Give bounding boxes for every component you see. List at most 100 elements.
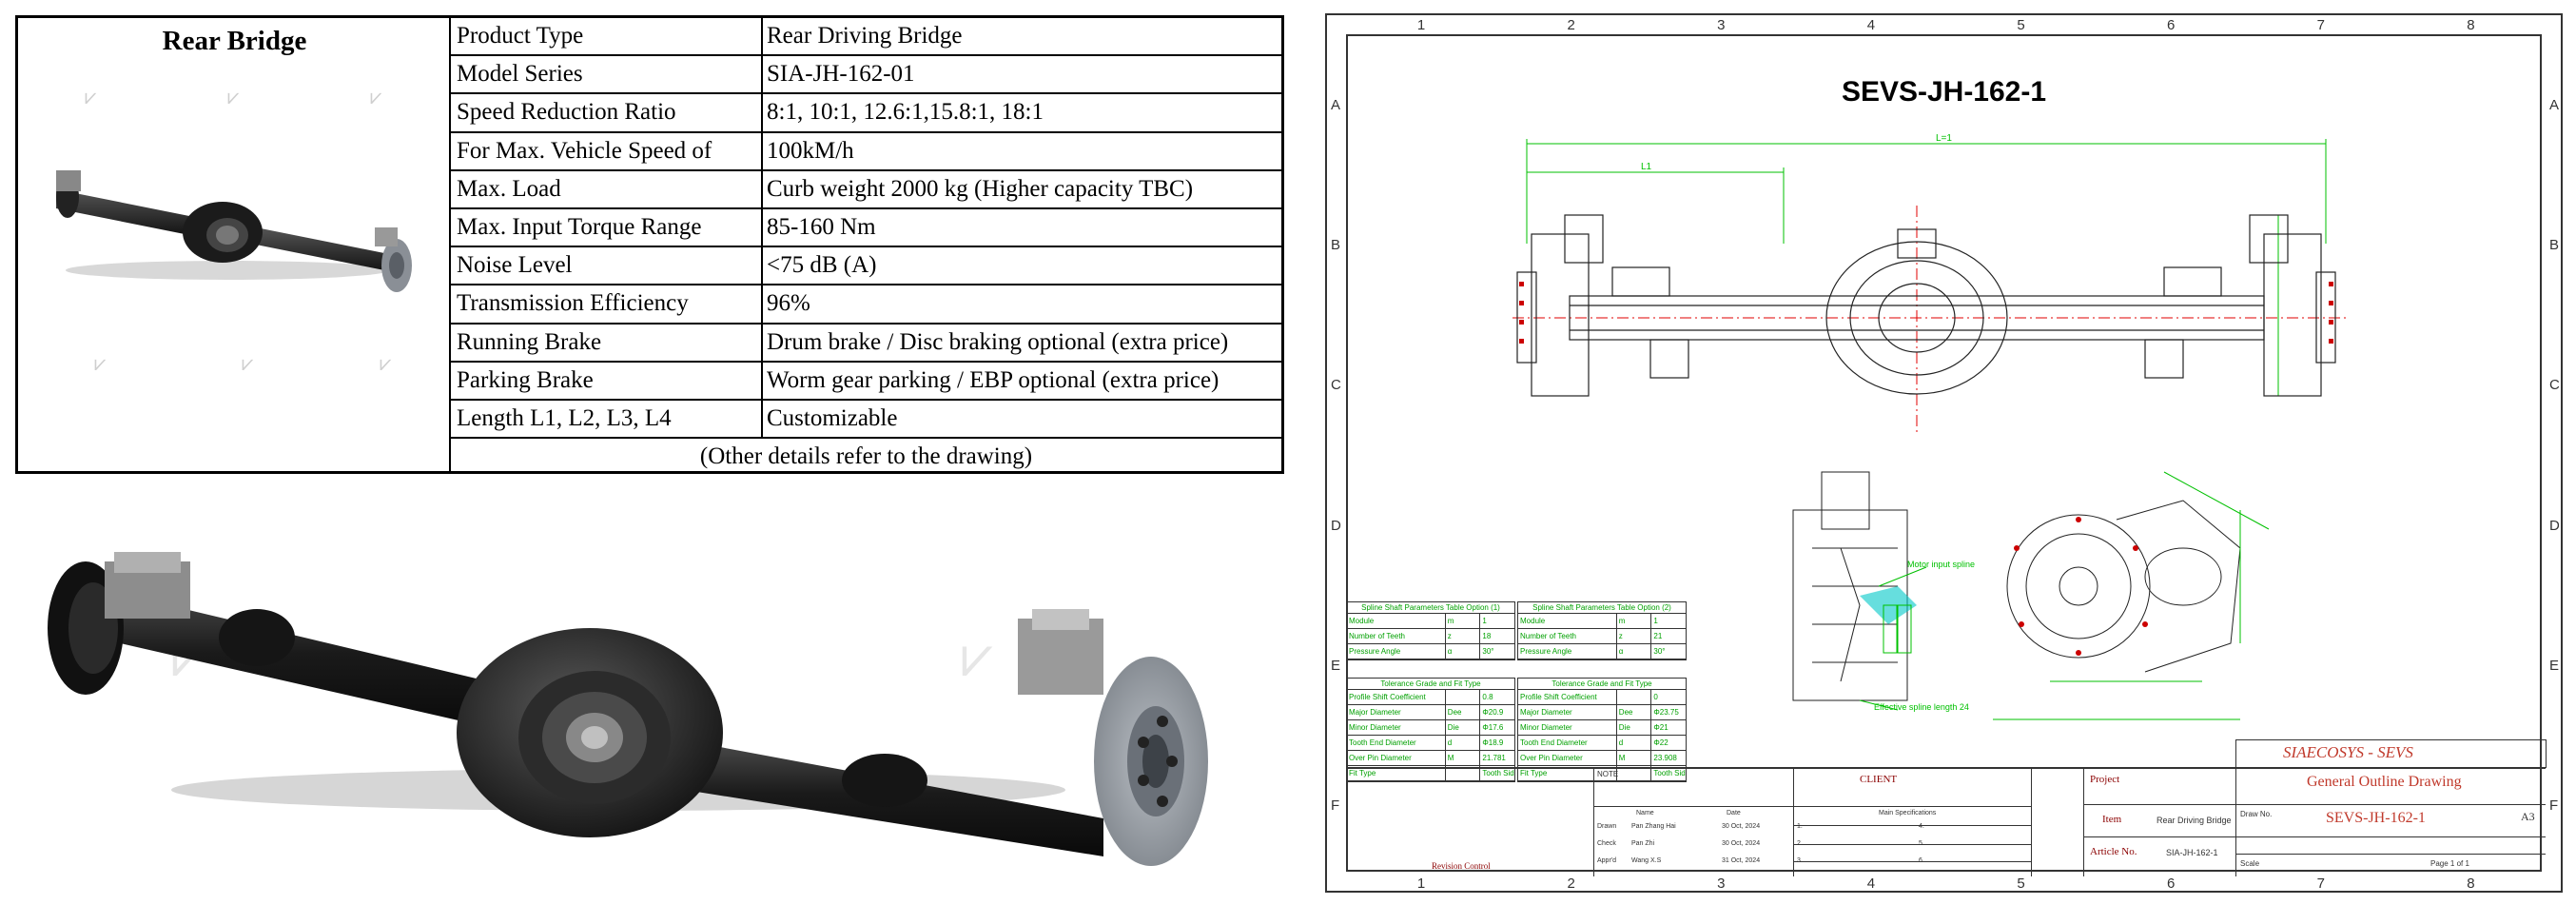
spec-column-divider: [761, 401, 763, 438]
spline-table-cell: 1: [1482, 617, 1487, 625]
title-block-line: [2235, 854, 2546, 855]
spec-column-divider: [761, 362, 763, 399]
spec-value: 96%: [767, 290, 810, 317]
scale-label: Scale: [2240, 859, 2260, 868]
sign-date: 31 Oct, 2024: [1722, 857, 1761, 864]
article-label: Article No.: [2090, 846, 2137, 857]
spec-column-divider: [761, 324, 763, 361]
spec-column-divider: [761, 170, 763, 207]
spec-key: Length L1, L2, L3, L4: [457, 405, 672, 432]
project-label: Project: [2090, 774, 2120, 785]
spline-table-title: Spline Shaft Parameters Table Option (1): [1347, 602, 1514, 614]
spline-table-cell: α: [1446, 644, 1481, 659]
zone-row-letter: C: [1331, 377, 1341, 394]
zone-row-letter: F: [1331, 797, 1340, 815]
spline-table-cell: 23.908: [1653, 754, 1677, 762]
main-spec-label: Main Specifications: [1879, 810, 1937, 816]
zone-row-letter: B: [1331, 237, 1341, 253]
spline-table-cell: z: [1617, 629, 1652, 643]
title-block-line: [2235, 739, 2546, 740]
article-value: SIA-JH-162-1: [2166, 848, 2218, 857]
spline-table-cell: Pressure Angle: [1347, 644, 1446, 659]
zone-row-letter: C: [2549, 377, 2560, 394]
spline-table-cell: Major Diameter: [1347, 705, 1446, 719]
zone-row-letter: A: [1331, 96, 1341, 113]
spline-table-cell: 21: [1653, 632, 1663, 640]
spline-table-cell: Φ23.75: [1653, 708, 1679, 717]
spline-table-cell: Φ20.9: [1482, 708, 1504, 717]
spline-table-cell: d: [1617, 736, 1652, 750]
spline-table-cell: 30°: [1653, 647, 1666, 656]
title-block-line: [1593, 768, 1594, 876]
spline-table-cell: Pressure Angle: [1518, 644, 1617, 659]
spec-value: 85-160 Nm: [767, 214, 876, 241]
spline-table-cell: Over Pin Diameter: [1518, 751, 1617, 765]
sign-name: Wang X.S: [1631, 857, 1662, 864]
zone-column-number: 6: [2166, 875, 2176, 892]
spec-value: Curb weight 2000 kg (Higher capacity TBC…: [767, 175, 1194, 202]
sign-name: Pan Zhi: [1631, 840, 1655, 847]
spline-table-cell: 18: [1482, 632, 1492, 640]
spline-table-cell: Number of Teeth: [1347, 629, 1446, 643]
spline-table-cell: [1617, 690, 1652, 704]
spec-value: Worm gear parking / EBP optional (extra …: [767, 366, 1220, 393]
spline-table-title: Spline Shaft Parameters Table Option (2): [1518, 602, 1686, 614]
spec-key: Speed Reduction Ratio: [457, 99, 676, 126]
spline-table-cell: M: [1446, 751, 1481, 765]
drawing-name: General Outline Drawing: [2307, 774, 2462, 790]
zone-column-number: 1: [1416, 17, 1426, 33]
spline-table-cell: Minor Diameter: [1347, 720, 1446, 735]
spline-table-cell: Φ22: [1653, 738, 1669, 747]
spec-number: 6.: [1919, 857, 1924, 864]
spec-number: 4.: [1919, 823, 1924, 830]
spec-value: <75 dB (A): [767, 252, 877, 279]
zone-column-number: 5: [2017, 875, 2025, 892]
spec-image-cell: Rear Bridge ⩗ ⩗: [18, 18, 451, 471]
spec-note: (Other details refer to the drawing): [699, 443, 1033, 470]
drawing-number-label: Draw No.: [2240, 810, 2273, 818]
zone-column-number: 3: [1717, 875, 1726, 892]
spec-table: Rear Bridge ⩗ ⩗: [15, 15, 1284, 474]
spec-key: Model Series: [457, 61, 583, 88]
spline-table-cell: 0: [1653, 693, 1658, 701]
revision-control-label: Revision Control: [1432, 861, 1491, 871]
spline-table-cell: Profile Shift Coefficient: [1518, 690, 1617, 704]
spline-table-cell: Minor Diameter: [1518, 720, 1617, 735]
spline-table-cell: Tooth End Diameter: [1347, 736, 1446, 750]
drawing-frame: [1346, 34, 2542, 872]
spline-parameter-tables: Spline Shaft Parameters Table Option (1)…: [1346, 601, 1688, 811]
title-block-line: [2546, 739, 2547, 768]
spline-table-cell: Module: [1347, 614, 1446, 628]
zone-column-number: 5: [2017, 17, 2025, 33]
zone-column-number: 7: [2316, 17, 2325, 33]
spec-column-divider: [761, 209, 763, 246]
spline-table-cell: Tooth Side Center: [1653, 769, 1686, 777]
spline-table-cell: α: [1617, 644, 1652, 659]
title-block-line: [2235, 768, 2236, 876]
spline-table-cell: M: [1617, 751, 1652, 765]
spec-number: 3.: [1797, 857, 1803, 864]
spline-table-cell: Tooth Side Center: [1482, 769, 1514, 777]
spline-table-cell: m: [1446, 614, 1481, 628]
spline-table-cell: Module: [1518, 614, 1617, 628]
title-block-line: [2235, 739, 2236, 768]
title-block-line: [1793, 768, 1794, 876]
spline-table-cell: Major Diameter: [1518, 705, 1617, 719]
company-logo-text: SIAECOSYS - SEVS: [2283, 743, 2413, 761]
